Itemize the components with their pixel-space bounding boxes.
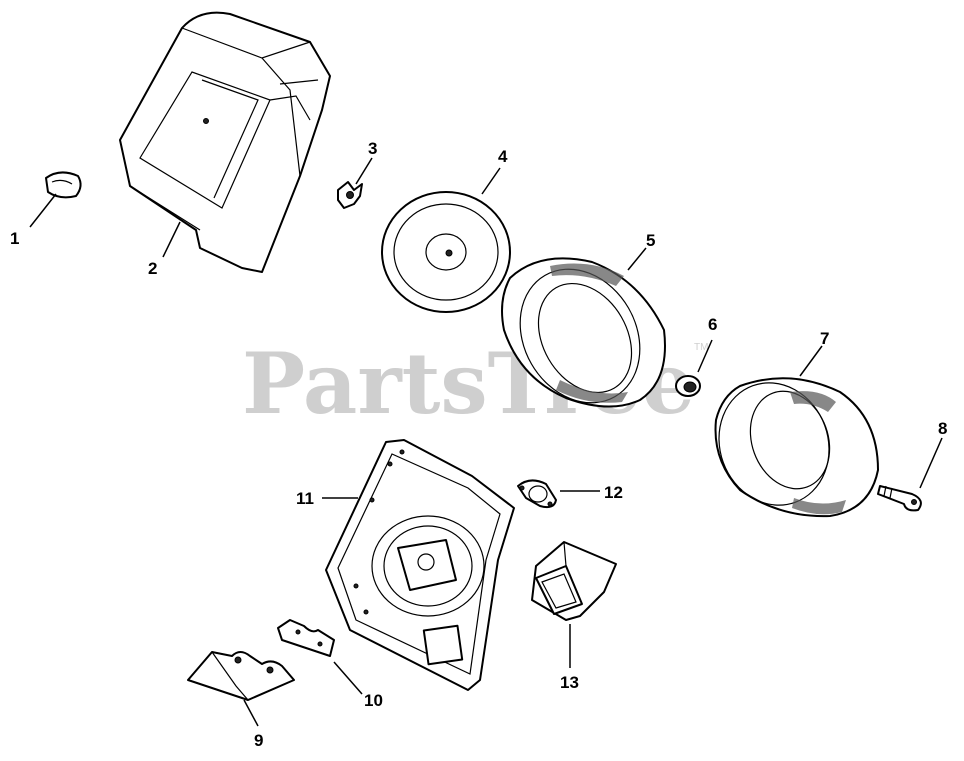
callout-1[interactable]: 1 xyxy=(10,229,19,248)
callout-13[interactable]: 13 xyxy=(560,673,579,692)
part-2-air-cleaner-cover[interactable] xyxy=(119,11,331,273)
leader-lines xyxy=(29,157,943,727)
part-7-inner-element[interactable] xyxy=(702,367,879,520)
part-6-grommet[interactable] xyxy=(675,375,701,397)
callout-3[interactable]: 3 xyxy=(368,139,377,158)
part-8-bolt[interactable] xyxy=(877,485,922,512)
callout-8[interactable]: 8 xyxy=(938,419,947,438)
watermark-trademark: TM xyxy=(694,342,708,353)
part-5-air-filter-element[interactable] xyxy=(497,247,666,424)
part-13-intake-elbow[interactable] xyxy=(531,541,617,621)
part-11-base-plate[interactable] xyxy=(325,439,515,691)
callout-9[interactable]: 9 xyxy=(254,731,263,750)
part-9-bracket[interactable] xyxy=(187,651,295,701)
part-3-wing-nut[interactable] xyxy=(337,181,363,209)
callout-6[interactable]: 6 xyxy=(708,315,717,334)
part-1-clip[interactable] xyxy=(45,171,82,199)
callout-5[interactable]: 5 xyxy=(646,231,655,250)
part-4-element-cover[interactable] xyxy=(381,191,511,313)
callout-7[interactable]: 7 xyxy=(820,329,829,348)
callout-4[interactable]: 4 xyxy=(498,147,508,166)
callout-10[interactable]: 10 xyxy=(364,691,383,710)
callout-12[interactable]: 12 xyxy=(604,483,623,502)
callout-11[interactable]: 11 xyxy=(296,489,314,508)
callout-2[interactable]: 2 xyxy=(148,259,157,278)
part-10-gasket[interactable] xyxy=(277,619,335,657)
part-12-gasket[interactable] xyxy=(517,479,557,509)
